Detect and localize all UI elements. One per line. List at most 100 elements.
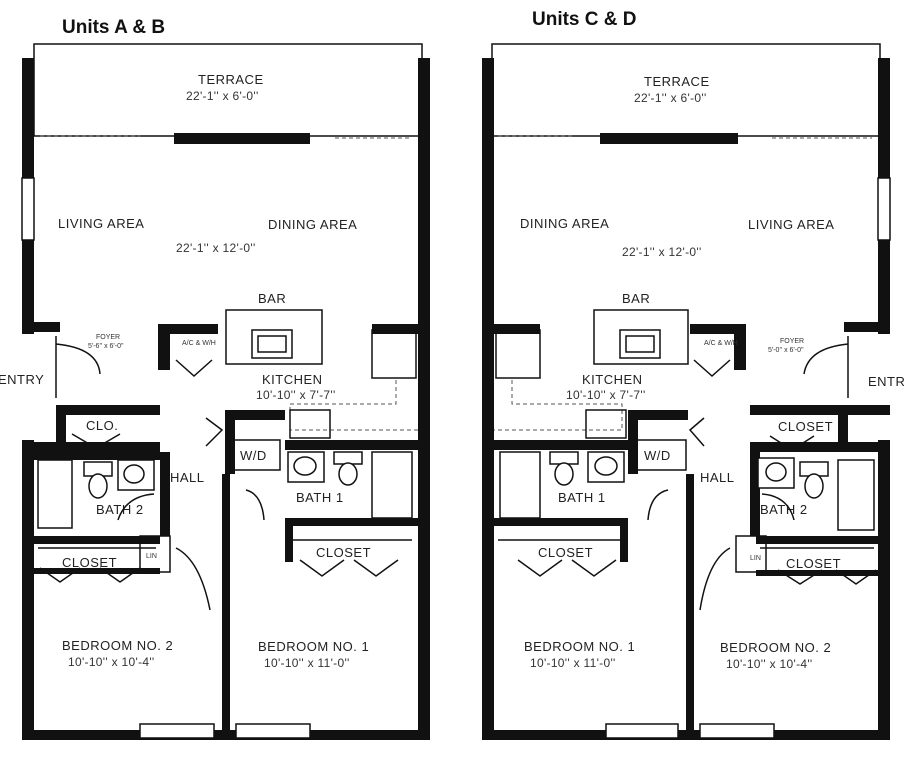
toilet [88, 473, 108, 499]
unit-cd-plan: Units C & D ENTRY TERRACE 22'-1'' x 6'-0… [482, 9, 904, 740]
bedroom2-door [175, 547, 211, 611]
interior-wall [620, 526, 628, 562]
interior-wall [690, 324, 746, 334]
interior-wall [22, 452, 162, 460]
terrace-label: TERRACE [644, 74, 710, 89]
kitchen-counter [289, 380, 418, 431]
kitchen-counter [494, 380, 623, 431]
terrace-outline [491, 43, 881, 137]
wd-label: W/D [240, 448, 267, 463]
hall-label: HALL [170, 470, 205, 485]
foyer-label: FOYER [96, 334, 120, 341]
closet1-label: CLOSET [316, 545, 371, 560]
lin-label: LIN [146, 553, 157, 560]
bathtub [371, 451, 413, 519]
interior-wall [158, 324, 218, 334]
bathtub [837, 459, 875, 531]
window [235, 723, 311, 739]
interior-wall [686, 474, 694, 730]
washer-dryer [229, 439, 281, 471]
dining-area-label: DINING AREA [520, 216, 609, 231]
bedroom1-dim: 10'-10'' x 11'-0'' [264, 656, 350, 670]
sink-basin [625, 335, 655, 353]
clo-label: CLOSET [778, 419, 833, 434]
terrace-dim: 22'-1'' x 6'-0'' [186, 89, 259, 103]
interior-wall [750, 452, 760, 536]
exterior-wall [878, 440, 890, 740]
lin-label: LIN [750, 555, 761, 562]
closet2-label: CLOSET [62, 555, 117, 570]
bath1-label: BATH 1 [296, 490, 344, 505]
entry-label: ENTRY [868, 374, 904, 389]
interior-wall [628, 410, 638, 474]
bathtub [499, 451, 541, 519]
interior-wall [838, 405, 848, 445]
interior-wall [160, 452, 170, 536]
interior-wall [844, 322, 890, 332]
interior-wall [372, 324, 418, 334]
bar-label: BAR [258, 291, 286, 306]
interior-wall [285, 526, 293, 562]
wd-door [688, 417, 705, 447]
interior-wall [285, 440, 418, 450]
unit-cd-title: Units C & D [532, 9, 637, 30]
living-area-label: LIVING AREA [58, 216, 144, 231]
window [699, 723, 775, 739]
closet1-label: CLOSET [538, 545, 593, 560]
bedroom1-label: BEDROOM NO. 1 [524, 639, 635, 654]
toilet-tank [333, 451, 363, 465]
closet-door [299, 559, 399, 577]
refrigerator [371, 329, 417, 379]
interior-wall [34, 568, 160, 574]
dining-area-label: DINING AREA [268, 217, 357, 232]
unit-ab-title: Units A & B [62, 17, 165, 38]
interior-wall [750, 405, 890, 415]
bedroom2-label: BEDROOM NO. 2 [720, 640, 831, 655]
linen-closet [139, 535, 171, 573]
kitchen-label: KITCHEN [582, 372, 643, 387]
interior-wall [494, 518, 628, 526]
bath2-label: BATH 2 [760, 502, 808, 517]
window [605, 723, 679, 739]
entry-label: ENTRY [0, 372, 44, 387]
bath1-door [245, 489, 265, 521]
interior-wall [756, 536, 878, 544]
interior-wall [22, 322, 60, 332]
kitchen-dim: 10'-10'' x 7'-7'' [256, 388, 336, 402]
closet-door [517, 559, 617, 577]
toilet-tank [549, 451, 579, 465]
bath1-door [647, 489, 669, 521]
bath2-door [117, 493, 155, 521]
bath-sink [765, 462, 787, 482]
interior-wall [285, 518, 418, 526]
main-area-dim: 22'-1'' x 12'-0'' [176, 241, 256, 255]
bedroom1-dim: 10'-10'' x 11'-0'' [530, 656, 616, 670]
ac-label: A/C & W/H [704, 340, 738, 347]
washer-dryer [635, 439, 687, 471]
living-area-label: LIVING AREA [748, 217, 834, 232]
exterior-wall [22, 440, 34, 740]
bath-sink [123, 464, 145, 484]
bedroom2-dim: 10'-10'' x 10'-4'' [68, 655, 155, 669]
closet2-label: CLOSET [786, 556, 841, 571]
exterior-wall [22, 730, 430, 740]
range [289, 409, 331, 439]
bath1-label: BATH 1 [558, 490, 606, 505]
refrigerator [495, 329, 541, 379]
ac-door [693, 359, 731, 378]
hall-label: HALL [700, 470, 735, 485]
sink-basin [257, 335, 287, 353]
interior-wall [34, 536, 160, 544]
interior-wall [225, 410, 285, 420]
interior-wall [222, 474, 230, 730]
interior-wall [158, 324, 170, 370]
foyer-dim: 5'-6'' x 6'-0'' [88, 343, 124, 350]
wd-label: W/D [644, 448, 671, 463]
kitchen-dim: 10'-10'' x 7'-7'' [566, 388, 646, 402]
kitchen-label: KITCHEN [262, 372, 323, 387]
sliding-door [174, 133, 310, 144]
interior-wall [750, 442, 890, 452]
bath-sink [594, 456, 618, 476]
main-area-dim: 22'-1'' x 12'-0'' [622, 245, 702, 259]
bathtub [37, 459, 73, 529]
